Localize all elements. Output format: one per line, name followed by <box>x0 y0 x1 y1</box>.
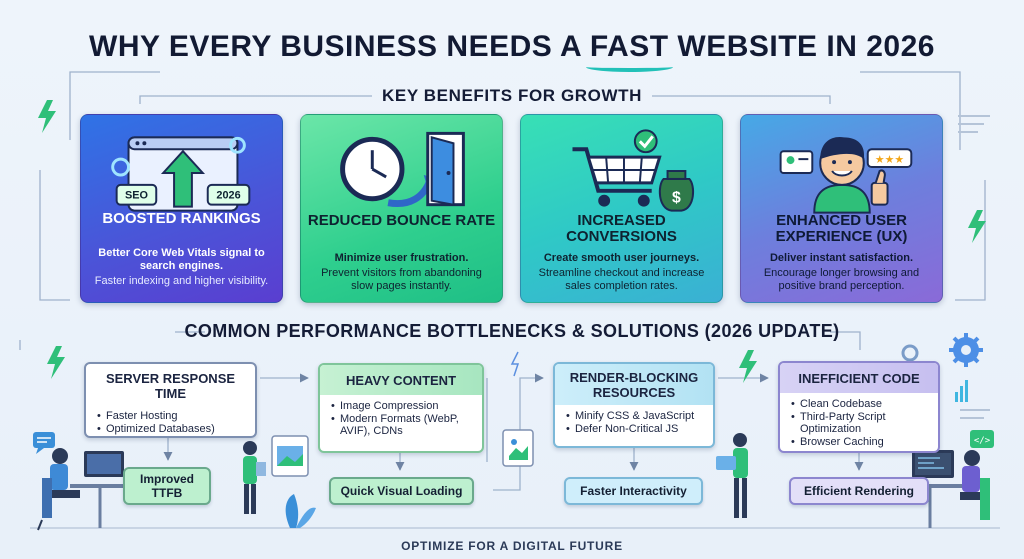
footer-tagline: OPTIMIZE FOR A DIGITAL FUTURE <box>401 539 623 553</box>
thumbs-up-icon <box>870 181 889 206</box>
plant-illustration <box>285 494 316 528</box>
svg-text:</>: </> <box>974 436 991 446</box>
benefit-detail: Prevent visitors from abandoning slow pa… <box>321 267 482 292</box>
happy-user-icon: ★★★ <box>779 136 913 214</box>
section-title-bottlenecks: COMMON PERFORMANCE BOTTLENECKS & SOLUTIO… <box>184 321 840 341</box>
lightning-icon <box>38 100 56 133</box>
year-badge: 2026 <box>216 190 240 202</box>
benefit-highlight: Create smooth user journeys. <box>543 252 700 264</box>
lightning-icon <box>47 346 65 379</box>
gear-icon <box>229 136 246 154</box>
benefit-highlight: Better Core Web Vitals signal to search … <box>98 247 265 272</box>
lightning-outline-icon <box>510 351 520 377</box>
bottleneck-title: HEAVY CONTENT <box>345 373 457 388</box>
seo-badge: SEO <box>125 190 148 202</box>
section-title-benefits: KEY BENEFITS FOR GROWTH <box>382 86 642 105</box>
solution-item: Modern Formats (WebP, AVIF), CDNs <box>331 413 474 438</box>
checkmark-icon <box>633 129 658 154</box>
svg-text:★★★: ★★★ <box>875 153 904 166</box>
cart-money-icon: $ <box>572 129 695 212</box>
benefit-detail: Streamline checkout and increase sales c… <box>538 267 705 292</box>
solution-item: Faster Hosting <box>97 410 247 423</box>
chat-bubble-icon <box>33 432 55 454</box>
lightning-icon <box>739 350 757 383</box>
page-title: WHY EVERY BUSINESS NEEDS A FAST WEBSITE … <box>89 30 935 63</box>
benefit-title: ENHANCED USER EXPERIENCE (UX) <box>775 212 908 245</box>
solution-item: Defer Non-Critical JS <box>566 423 705 436</box>
bottleneck-title: SERVER RESPONSE TIME <box>105 371 236 401</box>
id-card-icon <box>779 150 814 174</box>
clock-door-icon <box>340 131 465 208</box>
person-with-laptop-illustration <box>716 433 748 518</box>
benefit-title: REDUCED BOUNCE RATE <box>307 212 496 229</box>
result-quick-visual-loading: Quick Visual Loading <box>329 477 474 505</box>
result-efficient-rendering: Efficient Rendering <box>789 477 929 505</box>
rankings-arrow-icon: SEO 2026 <box>111 136 251 212</box>
solution-item: Clean Codebase <box>791 398 930 411</box>
svg-text:$: $ <box>672 190 681 207</box>
gear-icon <box>901 344 919 362</box>
result-improved-ttfb: Improved TTFB <box>123 467 211 505</box>
benefit-detail: Faster indexing and higher visibility. <box>94 275 269 287</box>
coder-at-desk-illustration <box>900 450 990 528</box>
bottleneck-heavy-content: HEAVY CONTENT Image Compression Modern F… <box>318 363 484 453</box>
bottleneck-title: INEFFICIENT CODE <box>798 371 920 386</box>
benefit-highlight: Deliver instant satisfaction. <box>769 252 914 264</box>
solution-item: Image Compression <box>331 400 474 413</box>
gear-icon <box>111 157 131 177</box>
lightning-icon <box>968 210 986 243</box>
code-bubble-icon: </> <box>970 430 994 448</box>
gear-icon <box>949 333 983 367</box>
benefit-card-ux: ★★★ ENHANCED USER EXPERIENCE (UX) Delive… <box>740 114 943 303</box>
text-lines-icon <box>958 115 990 419</box>
title-highlight: FAST <box>589 30 669 63</box>
benefit-card-conversions: $ INCREASED CONVERSIONS Create smooth us… <box>520 114 723 303</box>
rating-stars-icon <box>866 148 913 169</box>
bottleneck-server-response: SERVER RESPONSE TIME Faster Hosting Opti… <box>84 362 257 438</box>
bottleneck-render-blocking: RENDER-BLOCKING RESOURCES Minify CSS & J… <box>553 362 715 448</box>
benefit-card-rankings: SEO 2026 BOOSTED RANKINGS Better Core We… <box>80 114 283 303</box>
bar-chart-icon <box>955 380 968 402</box>
solution-item: Minify CSS & JavaScript <box>566 410 705 423</box>
benefit-detail: Encourage longer browsing and positive b… <box>763 267 920 292</box>
benefit-title: INCREASED CONVERSIONS <box>566 212 677 245</box>
file-image-icon <box>502 429 534 467</box>
image-window-icon <box>271 435 309 477</box>
bottleneck-inefficient-code: INEFFICIENT CODE Clean Codebase Third-Pa… <box>778 361 940 453</box>
benefit-highlight: Minimize user frustration. <box>334 252 469 264</box>
money-bag-icon <box>658 177 695 212</box>
developer-at-desk-illustration <box>37 448 130 531</box>
bottleneck-title: RENDER-BLOCKING RESOURCES <box>569 370 699 400</box>
benefit-title: BOOSTED RANKINGS <box>102 210 261 227</box>
solution-item: Browser Caching <box>791 436 930 449</box>
result-faster-interactivity: Faster Interactivity <box>564 477 703 505</box>
person-with-tablet-illustration <box>243 441 266 514</box>
solution-item: Optimized Databases) <box>97 423 247 436</box>
benefit-card-bounce-rate: REDUCED BOUNCE RATE Minimize user frustr… <box>300 114 503 303</box>
solution-item: Third-Party Script Optimization <box>791 411 930 436</box>
